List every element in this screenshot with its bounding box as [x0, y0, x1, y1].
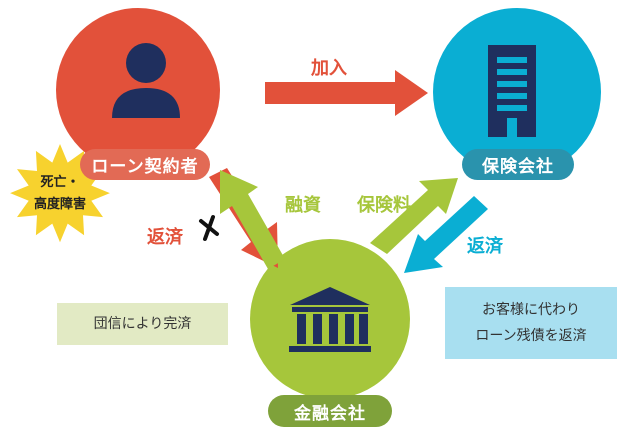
starburst-icon [10, 144, 110, 243]
repay-borrower-label: 返済 [147, 227, 183, 248]
repay-insurer-label: 返済 [467, 236, 503, 257]
insurer-label: 保険会社 [462, 149, 574, 180]
event-line1: 死亡・ [40, 175, 80, 190]
bank-icon [289, 287, 371, 352]
left-note-text: 団信により完済 [93, 316, 192, 332]
person-icon [112, 43, 180, 118]
building-icon [488, 45, 536, 137]
bank-label: 金融会社 [268, 395, 392, 427]
premium-label: 保険料 [357, 195, 411, 216]
join-arrow [265, 70, 428, 116]
right-note-line1: お客様に代わり [482, 302, 580, 318]
loan-label: 融資 [285, 195, 321, 216]
left-note: 団信により完済 [57, 303, 228, 345]
event-line2: 高度障害 [33, 197, 86, 212]
borrower-label: ローン契約者 [80, 149, 210, 180]
right-note-line2: ローン残債を返済 [475, 328, 587, 344]
join-label: 加入 [311, 58, 347, 79]
event-text: 死亡・ 高度障害 [16, 172, 104, 216]
cross-mark-icon [199, 215, 219, 241]
repay-insurer-arrow [404, 196, 488, 273]
right-note: お客様に代わり ローン残債を返済 [445, 287, 617, 359]
premium-arrow [370, 178, 458, 254]
loan-arrow [220, 170, 285, 269]
